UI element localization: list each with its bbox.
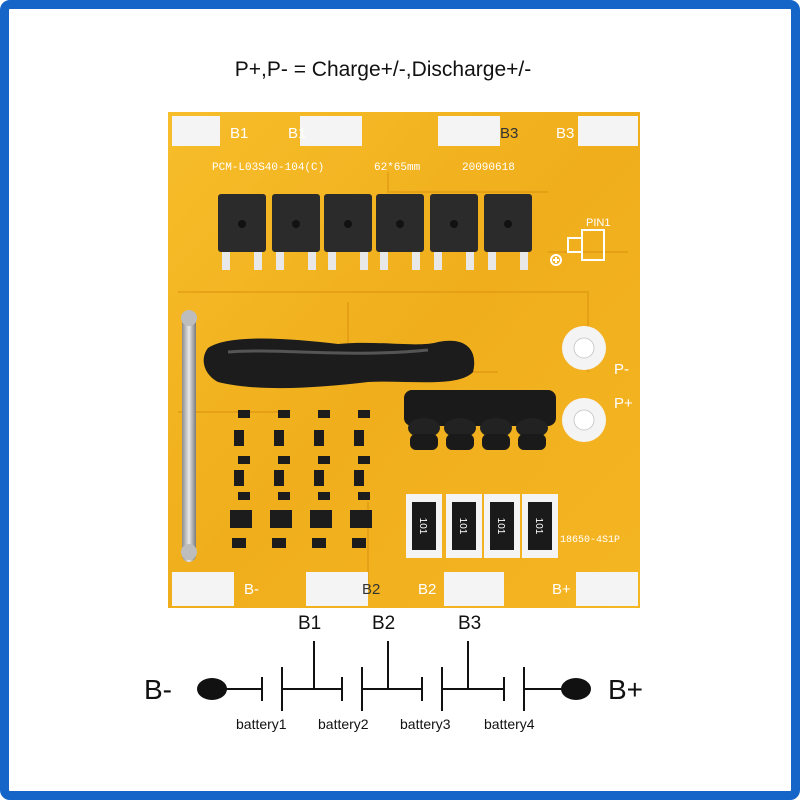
capacitor-row bbox=[404, 390, 556, 450]
svg-text:101: 101 bbox=[495, 518, 506, 535]
pcb-board: B1 B1 B3 B3 PCM-L03S40-104(C) 62*65mm 20… bbox=[168, 112, 640, 608]
pad-label-b-plus: B+ bbox=[552, 581, 571, 598]
pad-b3-left bbox=[438, 116, 500, 146]
b-plus-terminal bbox=[561, 678, 591, 700]
pad-label-p-minus: P- bbox=[614, 361, 629, 378]
pad-label-b2-right: B2 bbox=[418, 581, 436, 598]
glue-blob bbox=[203, 338, 475, 389]
battery3-label: battery3 bbox=[400, 716, 451, 732]
svg-text:101: 101 bbox=[417, 518, 428, 535]
pad-label-b1-left: B1 bbox=[230, 125, 248, 142]
pad-b2-right bbox=[444, 572, 504, 606]
pad-label-b-minus: B- bbox=[244, 581, 259, 598]
battery1-label: battery1 bbox=[236, 716, 287, 732]
b-minus-terminal bbox=[197, 678, 227, 700]
tap-b3: B3 bbox=[458, 613, 481, 634]
caption: P+,P- = Charge+/-,Discharge+/- bbox=[0, 58, 800, 82]
pad-b2-left bbox=[306, 572, 368, 606]
pad-label-b2-left: B2 bbox=[362, 581, 380, 598]
battery4-label: battery4 bbox=[484, 716, 535, 732]
silkscreen-size: 62*65mm bbox=[374, 162, 421, 174]
schematic-b-plus: B+ bbox=[608, 674, 643, 705]
pad-b1-right bbox=[300, 116, 362, 146]
silkscreen-model: PCM-L03S40-104(C) bbox=[212, 162, 324, 174]
pad-label-b3-left: B3 bbox=[500, 125, 518, 142]
caption-text: P+,P- = Charge+/-,Discharge+/- bbox=[234, 58, 532, 81]
schematic-b-minus: B- bbox=[144, 674, 172, 705]
pin1-connector bbox=[550, 229, 605, 266]
pad-b3-right bbox=[578, 116, 638, 146]
battery-schematic: B- B+ B1 B2 B3 battery1 battery2 battery… bbox=[144, 613, 643, 732]
mosfet-row bbox=[218, 194, 532, 270]
silkscreen-variant: 18650-4S1P bbox=[560, 535, 620, 546]
pad-b-minus bbox=[172, 572, 234, 606]
pad-label-b3-right: B3 bbox=[556, 125, 574, 142]
svg-text:101: 101 bbox=[533, 518, 544, 535]
smd-components bbox=[230, 410, 372, 548]
metal-rod bbox=[182, 312, 196, 562]
tap-b2: B2 bbox=[372, 613, 395, 634]
power-resistors: 101 101 101 101 bbox=[406, 494, 558, 558]
pad-label-p-plus: P+ bbox=[614, 395, 633, 412]
pin1-label: PIN1 bbox=[586, 217, 610, 229]
silkscreen-date: 20090618 bbox=[462, 162, 515, 174]
pad-b1-left bbox=[172, 116, 220, 146]
tap-b1: B1 bbox=[298, 613, 321, 634]
pad-label-b1-right: B1 bbox=[288, 125, 306, 142]
svg-text:101: 101 bbox=[457, 518, 468, 535]
pad-b-plus bbox=[576, 572, 638, 606]
battery2-label: battery2 bbox=[318, 716, 369, 732]
